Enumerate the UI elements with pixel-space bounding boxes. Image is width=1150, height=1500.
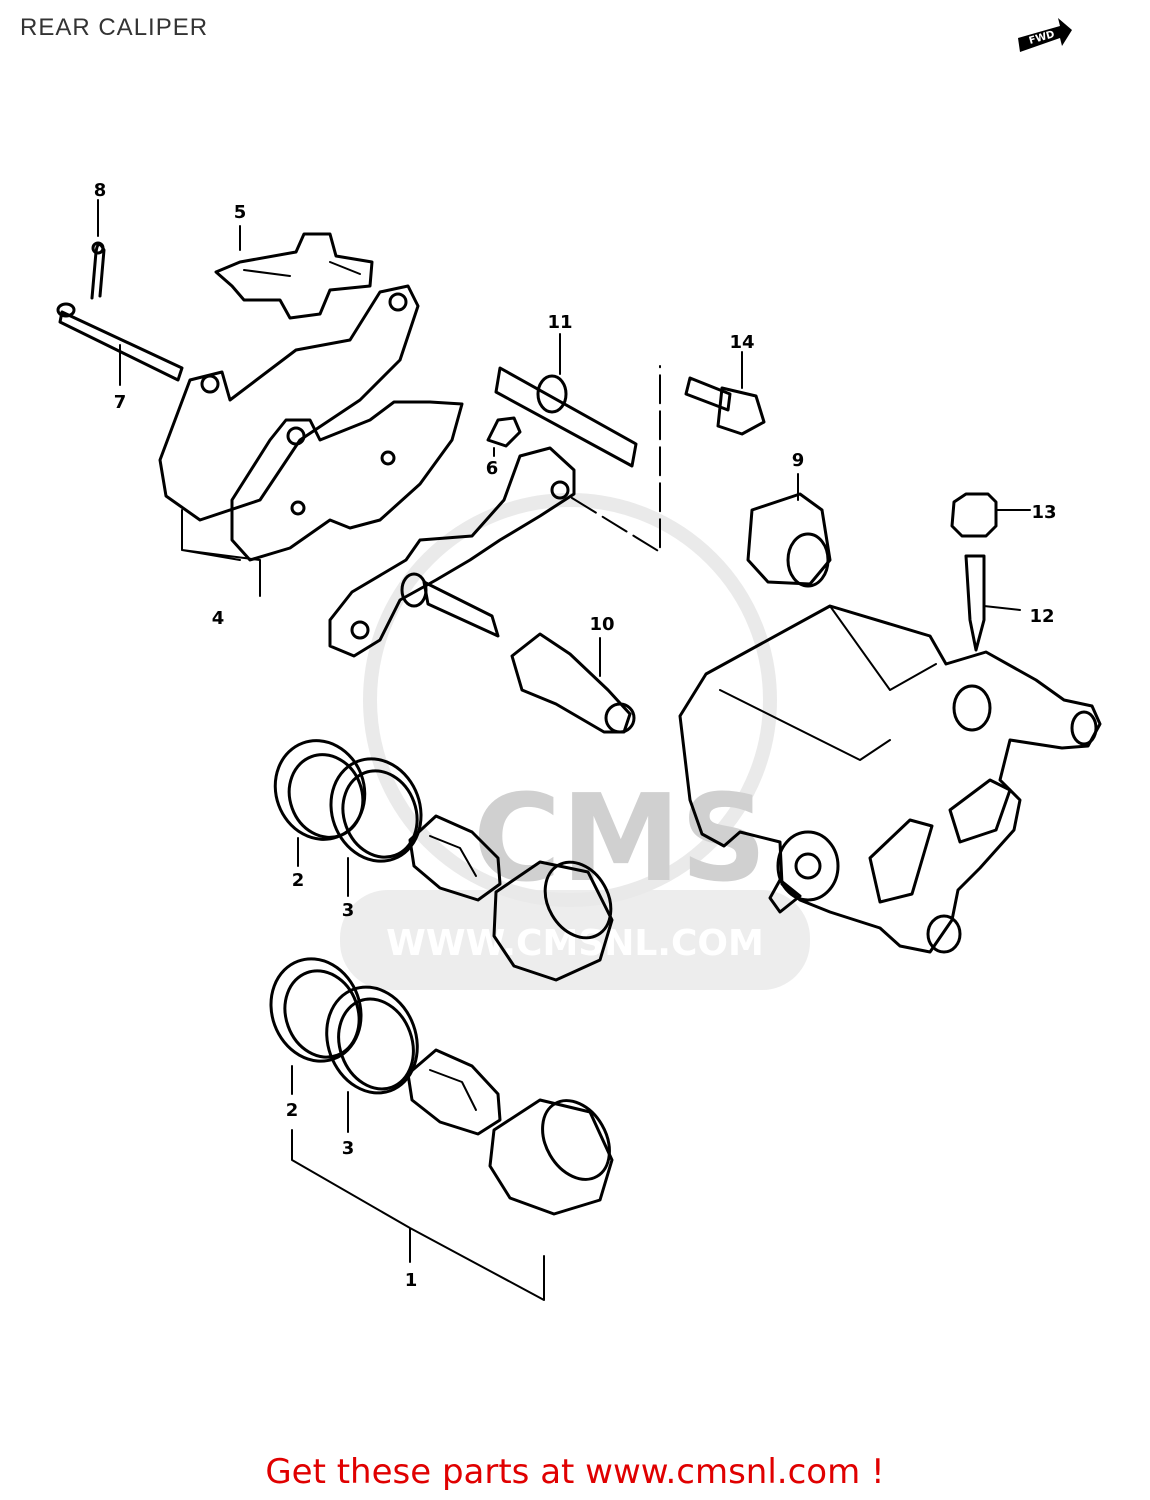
callout-labels: 1 2 2 3 3 4 5 6 7 8 9 10 11 12 13 14 [94, 180, 1057, 1291]
part-4-brake-pads [158, 284, 464, 597]
part-10-slide-pin [510, 632, 636, 734]
callout-1: 1 [405, 1270, 418, 1291]
callout-9: 9 [792, 450, 805, 471]
page-title: REAR CALIPER [20, 14, 209, 41]
callout-8: 8 [94, 180, 107, 201]
part-7-pad-pin [56, 302, 184, 386]
callout-11: 11 [547, 312, 572, 333]
callout-10: 10 [589, 614, 614, 635]
seal-set-upper [273, 739, 614, 982]
seal-set-lower [269, 957, 614, 1216]
part-6-retainer [486, 416, 522, 457]
part-13-bleeder-cap [950, 492, 1031, 538]
callout-5: 5 [234, 202, 247, 223]
part-12-bleeder-screw [964, 554, 1021, 652]
watermark: CMS WWW.CMSNL.COM [340, 493, 810, 990]
part-8-clip [90, 199, 106, 300]
callout-3-lower: 3 [342, 1138, 355, 1159]
callout-12: 12 [1029, 606, 1054, 627]
caliper-body [678, 604, 1102, 954]
callout-6: 6 [486, 458, 499, 479]
callout-4: 4 [212, 608, 225, 629]
forward-arrow-icon: FWD [1018, 18, 1072, 52]
callout-2-upper: 2 [292, 870, 305, 891]
callout-13: 13 [1031, 502, 1056, 523]
watermark-brand: CMS [473, 770, 767, 909]
part-1-piston-seal-kit-bracket [291, 1129, 545, 1301]
part-11-caliper-bracket [328, 333, 661, 658]
callout-3-upper: 3 [342, 900, 355, 921]
callout-7: 7 [114, 392, 127, 413]
part-5-pad-spring [214, 225, 374, 320]
part-9-boot [746, 473, 832, 588]
watermark-url: WWW.CMSNL.COM [386, 923, 764, 964]
callout-14: 14 [729, 332, 754, 353]
callout-2-lower: 2 [286, 1100, 299, 1121]
part-14-bolt [684, 351, 766, 436]
exploded-parts-diagram: CMS WWW.CMSNL.COM FWD [56, 18, 1102, 1301]
get-parts-link[interactable]: Get these parts at www.cmsnl.com ! [265, 1452, 885, 1492]
